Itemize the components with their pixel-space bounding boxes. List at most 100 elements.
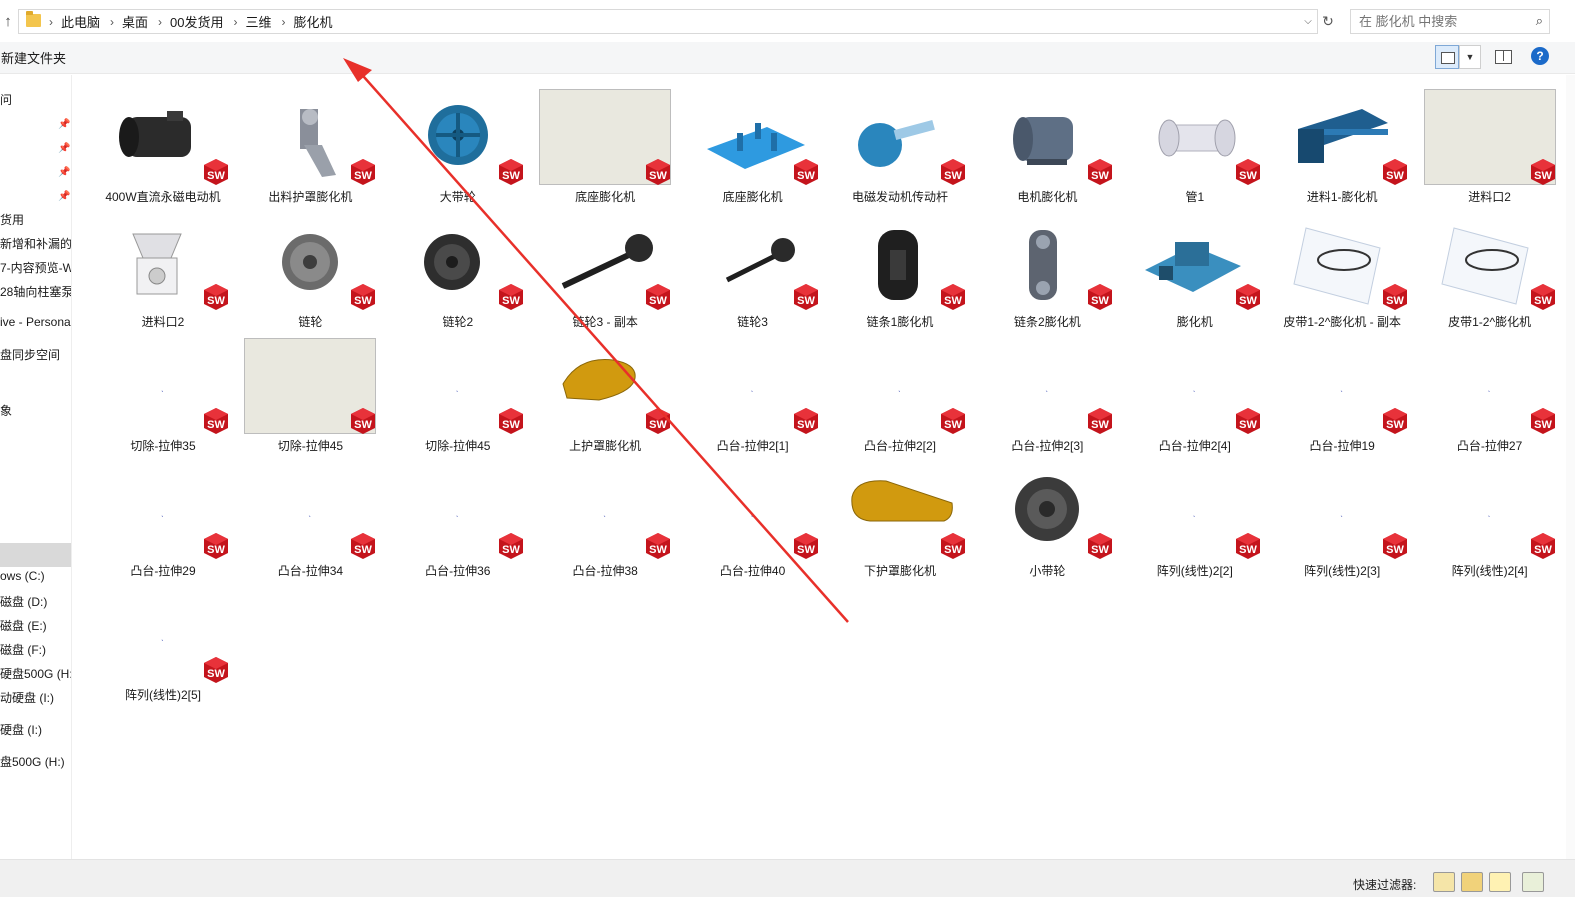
svg-text:SW: SW — [502, 419, 520, 431]
search-input[interactable] — [1351, 10, 1521, 33]
file-name: 切除-拉伸35 — [130, 439, 196, 453]
breadcrumb-item[interactable]: 桌面 — [122, 15, 149, 30]
help-icon[interactable]: ? — [1531, 47, 1549, 65]
pin-icon[interactable]: 📌 — [58, 119, 71, 130]
filter-parts-icon[interactable] — [1433, 872, 1455, 892]
placeholder-thumbnail-icon: ˎ — [1340, 382, 1344, 392]
breadcrumb-item[interactable]: 00发货用 — [170, 15, 224, 30]
filter-assemblies-icon[interactable] — [1461, 872, 1483, 892]
pin-icon[interactable]: 📌 — [58, 143, 71, 154]
sprocket-icon — [282, 233, 339, 290]
file-thumbnail: ˎ — [97, 587, 229, 683]
nav-item[interactable]: 磁盘 (F:) — [0, 643, 46, 657]
pin-icon[interactable]: 📌 — [58, 167, 71, 178]
svg-text:SW: SW — [502, 295, 520, 307]
pin-icon[interactable]: 📌 — [58, 191, 71, 202]
up-arrow-icon[interactable]: ↑ — [4, 13, 12, 30]
nav-item[interactable]: 盘500G (H:) — [0, 755, 65, 769]
file-name: 皮带1-2^膨化机 — [1448, 314, 1532, 329]
breadcrumb-item[interactable]: 膨化机 — [293, 15, 333, 30]
chevron-right-icon[interactable]: › — [110, 14, 115, 29]
nav-item[interactable]: 盘同步空间 — [0, 348, 61, 362]
chevron-right-icon[interactable]: › — [281, 14, 286, 29]
nav-item[interactable]: 问 — [0, 93, 13, 107]
nav-item[interactable]: ive - Persona — [0, 315, 71, 329]
nav-item[interactable]: ows (C:) — [0, 569, 45, 583]
chevron-right-icon[interactable]: › — [49, 14, 53, 29]
solidworks-badge-icon: SW — [1086, 283, 1114, 310]
refresh-icon[interactable]: ↻ — [1322, 13, 1334, 29]
nav-item[interactable]: 28轴向柱塞泵 — [0, 285, 72, 299]
vertical-scrollbar[interactable] — [1566, 75, 1575, 859]
solidworks-badge-icon: SW — [349, 408, 377, 434]
solidworks-badge-icon: SW — [1234, 532, 1262, 559]
breadcrumb-item[interactable]: 三维 — [245, 15, 272, 30]
nav-item[interactable]: 象 — [0, 404, 13, 418]
nav-item[interactable]: 7-内容预览-W — [0, 261, 72, 275]
view-mode-icon[interactable] — [1435, 45, 1459, 69]
chevron-right-icon[interactable]: › — [233, 14, 238, 29]
chevron-down-icon[interactable]: ▼ — [1459, 45, 1481, 69]
address-bar[interactable]: › 此电脑 › 桌面 › 00发货用 › 三维 › 膨化机 ⌵ — [18, 9, 1318, 34]
chevron-right-icon[interactable]: › — [158, 14, 163, 29]
nav-item[interactable]: 货用 — [0, 213, 25, 227]
nav-item[interactable]: 硬盘 (I:) — [0, 723, 42, 737]
breadcrumb-item[interactable]: 此电脑 — [61, 15, 101, 30]
nav-item[interactable]: 新增和补漏的 | — [0, 237, 72, 251]
nav-item[interactable]: 磁盘 (E:) — [0, 619, 47, 633]
search-icon[interactable]: ⌕ — [1535, 13, 1543, 28]
nav-item[interactable]: 磁盘 (D:) — [0, 595, 48, 609]
file-thumbnail — [1276, 89, 1408, 185]
new-folder-button[interactable]: 新建文件夹 — [1, 51, 67, 66]
solidworks-badge-icon: SW — [349, 532, 377, 559]
chevron-down-icon[interactable]: ⌵ — [1304, 16, 1312, 27]
filter-drawings-icon[interactable] — [1489, 872, 1511, 892]
nav-item[interactable]: 动硬盘 (I:) — [0, 691, 54, 705]
nav-item[interactable]: 硬盘500G (H:) — [0, 667, 72, 681]
filter-all-icon[interactable] — [1522, 872, 1544, 892]
preview-pane-icon[interactable] — [1494, 48, 1512, 64]
file-name: 凸台-拉伸2[3] — [1011, 439, 1084, 453]
